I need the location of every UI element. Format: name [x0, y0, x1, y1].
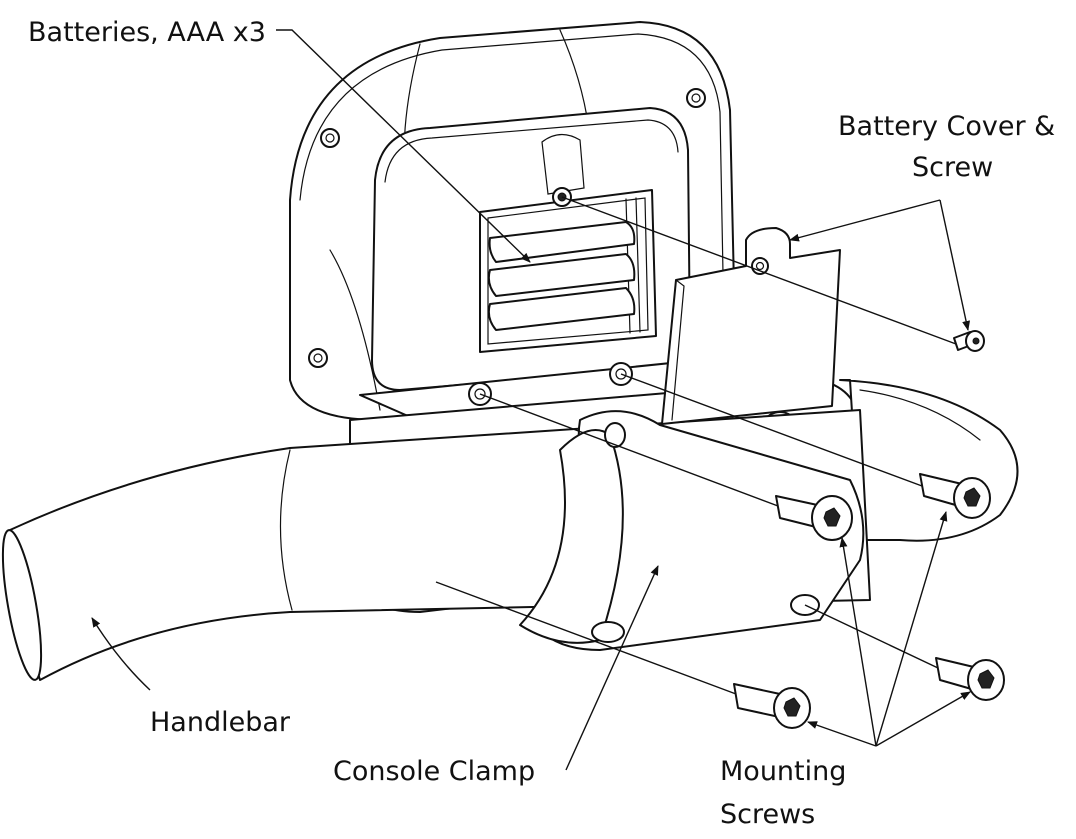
mounting-screw-2 [919, 473, 991, 519]
callout-mounting-screws-line2: Screws [720, 799, 815, 830]
mounting-screw-1 [775, 495, 853, 541]
callout-console-clamp: Console Clamp [333, 756, 535, 787]
callout-handlebar: Handlebar [150, 707, 291, 738]
console-clamp [519, 410, 865, 651]
mounting-screw-3 [733, 683, 811, 729]
callout-battery-cover-line1: Battery Cover & [838, 111, 1055, 142]
mounting-screw-4 [935, 657, 1005, 701]
alignment-lines [435, 196, 957, 695]
callout-batteries: Batteries, AAA x3 [28, 17, 266, 48]
batteries [487, 221, 636, 331]
leader-lines [91, 29, 971, 771]
battery-cover-screw [953, 330, 985, 352]
callout-battery-cover-line2: Screw [912, 152, 993, 183]
callout-mounting-screws-line1: Mounting [720, 756, 846, 787]
battery-cover [661, 227, 841, 425]
